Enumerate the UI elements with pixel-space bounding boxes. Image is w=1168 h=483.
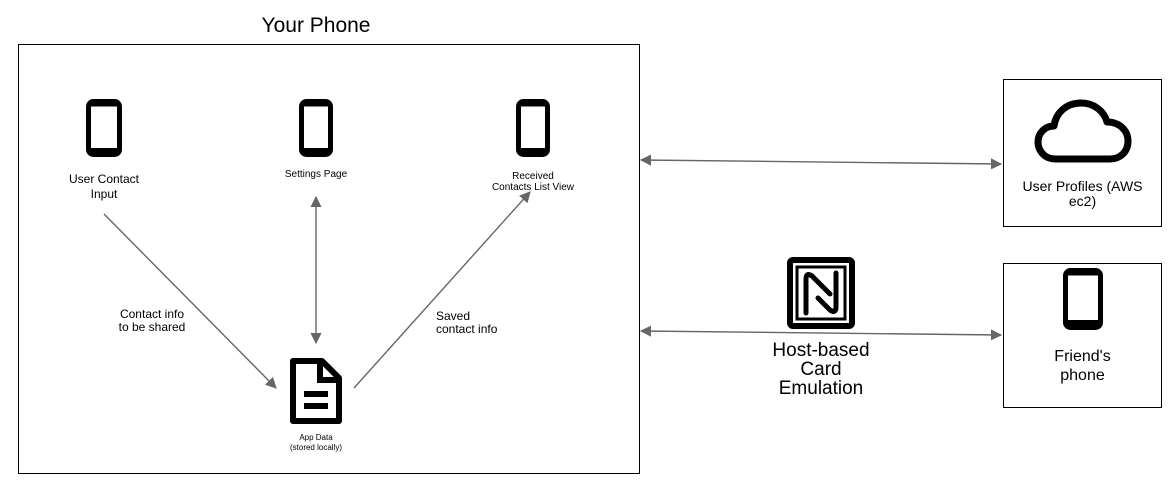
phone-container-title: Your Phone bbox=[261, 14, 371, 37]
settings-page-label: Settings Page bbox=[284, 169, 348, 180]
nfc-label: Host-based Card Emulation bbox=[772, 340, 870, 399]
arrow-phone-friends-phone bbox=[639, 325, 1003, 341]
document-icon bbox=[290, 358, 342, 424]
user-profiles-label: User Profiles (AWS ec2) bbox=[1022, 178, 1143, 209]
smartphone-icon bbox=[1063, 268, 1103, 330]
edge-label-saved-contact-info: Saved contact info bbox=[436, 309, 498, 337]
smartphone-icon bbox=[86, 99, 122, 157]
arrow-phone-user-profiles bbox=[639, 154, 1003, 170]
smartphone-icon bbox=[299, 99, 333, 157]
user-contact-input-label: User Contact Input bbox=[68, 172, 140, 201]
edge-label-contact-info: Contact info to be shared bbox=[118, 307, 186, 335]
friends-phone-label: Friend's phone bbox=[1054, 348, 1111, 385]
nfc-icon bbox=[787, 257, 855, 329]
cloud-icon bbox=[1034, 99, 1132, 163]
smartphone-icon bbox=[516, 99, 550, 157]
received-contacts-label: Received Contacts List View bbox=[491, 171, 575, 193]
app-data-label: App Data (stored locally) bbox=[289, 433, 342, 452]
